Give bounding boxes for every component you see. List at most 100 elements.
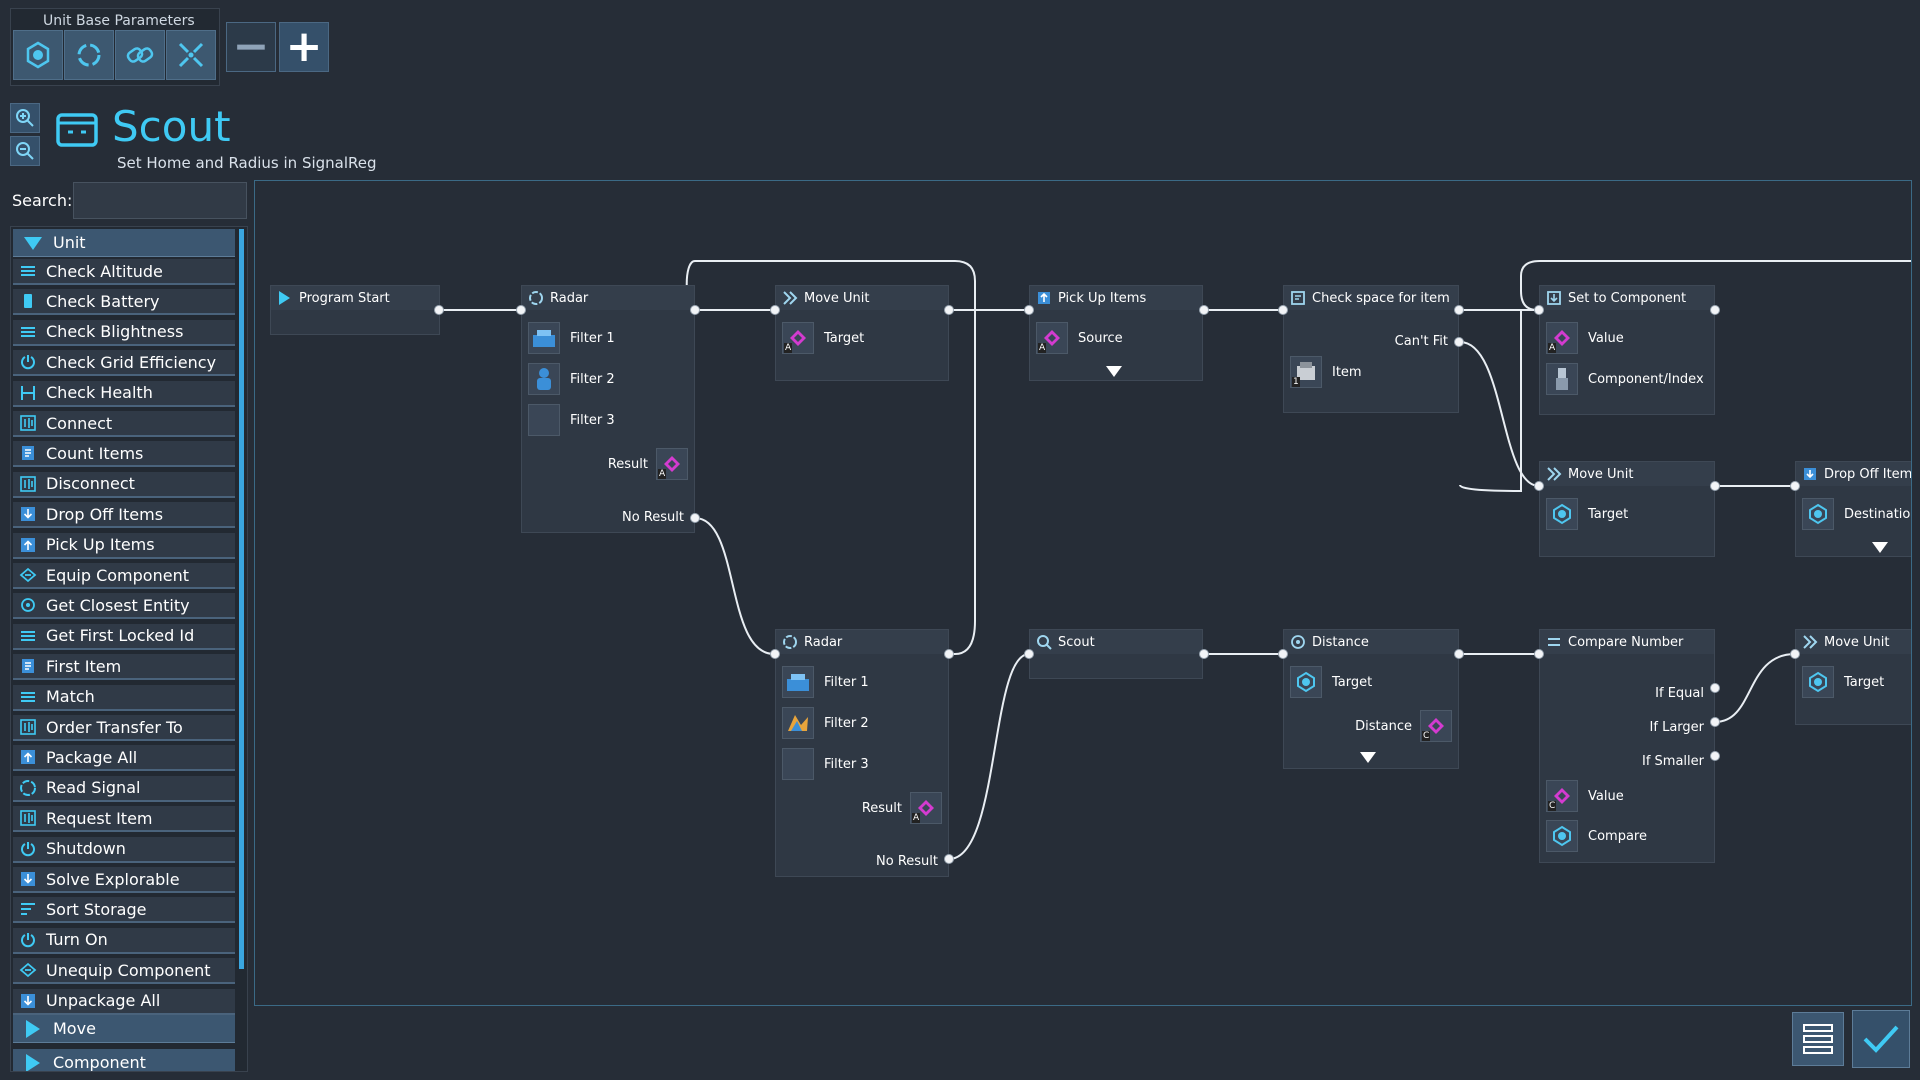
output-port[interactable] — [944, 649, 954, 659]
sidebar-item[interactable]: Match — [13, 684, 235, 711]
sidebar-item[interactable]: Unpackage All — [13, 988, 235, 1015]
input-port[interactable] — [1024, 305, 1034, 315]
if-equal-port[interactable] — [1710, 683, 1720, 693]
expand-arrow-icon[interactable] — [1872, 542, 1888, 553]
target-slot[interactable] — [1546, 498, 1578, 530]
output-port[interactable] — [690, 305, 700, 315]
program-title[interactable]: Scout — [112, 102, 231, 151]
output-port[interactable] — [1199, 649, 1209, 659]
output-port[interactable] — [1454, 305, 1464, 315]
input-port[interactable] — [1024, 649, 1034, 659]
node-drop-off-item[interactable]: Drop Off Item Destinatio — [1795, 461, 1911, 557]
expand-arrow-icon[interactable] — [1360, 752, 1376, 763]
unit-icon[interactable] — [13, 30, 63, 80]
sidebar-item[interactable]: Sort Storage — [13, 897, 235, 924]
sidebar-item[interactable]: Solve Explorable — [13, 867, 235, 893]
confirm-button[interactable] — [1852, 1010, 1910, 1068]
shrink-icon[interactable] — [166, 30, 216, 80]
input-port[interactable] — [1534, 305, 1544, 315]
input-port[interactable] — [1278, 305, 1288, 315]
program-canvas[interactable]: Program Start Radar Filter 1 Filter 2 Fi… — [254, 180, 1912, 1006]
category-move[interactable]: Move — [13, 1015, 235, 1043]
node-move-unit[interactable]: Move Unit Target — [1539, 461, 1715, 557]
input-port[interactable] — [770, 649, 780, 659]
register-slot[interactable]: A — [782, 322, 814, 354]
no-result-port[interactable] — [690, 513, 700, 523]
input-port[interactable] — [516, 305, 526, 315]
program-subtitle[interactable]: Set Home and Radius in SignalReg — [117, 154, 377, 172]
output-port[interactable] — [1710, 305, 1720, 315]
if-larger-port[interactable] — [1710, 717, 1720, 727]
filter-slot[interactable] — [782, 707, 814, 739]
zoom-out-button[interactable] — [10, 136, 40, 166]
sidebar-item[interactable]: Check Battery — [13, 289, 235, 316]
filter-slot[interactable] — [782, 748, 814, 780]
input-port[interactable] — [1278, 649, 1288, 659]
item-slot[interactable]: 1 — [1290, 356, 1322, 388]
sidebar-item[interactable]: Request Item — [13, 806, 235, 833]
sidebar-item[interactable]: Unequip Component — [13, 958, 235, 985]
link-icon[interactable] — [115, 30, 165, 80]
register-slot[interactable]: C — [1546, 780, 1578, 812]
input-port[interactable] — [770, 305, 780, 315]
sidebar-item[interactable]: Connect — [13, 411, 235, 437]
sidebar-item[interactable]: Package All — [13, 745, 235, 772]
node-compare-number[interactable]: Compare Number If Equal If Larger If Sma… — [1539, 629, 1715, 863]
sidebar-item[interactable]: Get First Locked Id — [13, 623, 235, 650]
sidebar-item[interactable]: Equip Component — [13, 563, 235, 589]
input-port[interactable] — [1534, 649, 1544, 659]
minus-button[interactable]: − — [226, 22, 276, 72]
input-port[interactable] — [1790, 481, 1800, 491]
output-port[interactable] — [944, 305, 954, 315]
sidebar-item[interactable]: Turn On — [13, 927, 235, 954]
register-slot[interactable]: A — [1036, 322, 1068, 354]
sidebar-item[interactable]: First Item — [13, 654, 235, 681]
refresh-icon[interactable] — [64, 30, 114, 80]
category-unit[interactable]: Unit — [13, 229, 235, 257]
list-view-button[interactable] — [1792, 1012, 1844, 1066]
target-slot[interactable] — [1802, 666, 1834, 698]
node-move-unit[interactable]: Move Unit Target — [1795, 629, 1911, 725]
cant-fit-port[interactable] — [1454, 337, 1464, 347]
register-slot[interactable]: A — [656, 448, 688, 480]
node-scout[interactable]: Scout — [1029, 629, 1203, 679]
sidebar-item[interactable]: Disconnect — [13, 471, 235, 498]
register-slot[interactable]: A — [910, 792, 942, 824]
expand-arrow-icon[interactable] — [1106, 366, 1122, 377]
plus-button[interactable]: + — [279, 22, 329, 72]
output-port[interactable] — [1454, 649, 1464, 659]
if-smaller-port[interactable] — [1710, 751, 1720, 761]
sidebar-item[interactable]: Shutdown — [13, 836, 235, 863]
filter-slot[interactable] — [528, 322, 560, 354]
output-port[interactable] — [1199, 305, 1209, 315]
sidebar-item[interactable]: Read Signal — [13, 775, 235, 802]
sidebar-item[interactable]: Count Items — [13, 441, 235, 468]
sidebar-item[interactable]: Check Grid Efficiency — [13, 350, 235, 377]
sidebar-item[interactable]: Order Transfer To — [13, 715, 235, 741]
sidebar-item[interactable]: Check Blightness — [13, 319, 235, 346]
sidebar-item[interactable]: Pick Up Items — [13, 532, 235, 559]
sidebar-item[interactable]: Check Health — [13, 380, 235, 407]
component-slot[interactable] — [1546, 363, 1578, 395]
target-slot[interactable] — [1290, 666, 1322, 698]
search-input[interactable] — [73, 182, 247, 219]
output-port[interactable] — [1710, 481, 1720, 491]
category-component[interactable]: Component — [13, 1049, 235, 1071]
node-program-start[interactable]: Program Start — [270, 285, 440, 335]
filter-slot[interactable] — [782, 666, 814, 698]
output-port[interactable] — [434, 305, 444, 315]
input-port[interactable] — [1790, 649, 1800, 659]
sidebar-item[interactable]: Get Closest Entity — [13, 593, 235, 620]
sidebar-item[interactable]: Check Altitude — [13, 259, 235, 285]
input-port[interactable] — [1534, 481, 1544, 491]
sidebar-scrollbar[interactable] — [239, 229, 244, 969]
destination-slot[interactable] — [1802, 498, 1834, 530]
no-result-port[interactable] — [944, 854, 954, 864]
